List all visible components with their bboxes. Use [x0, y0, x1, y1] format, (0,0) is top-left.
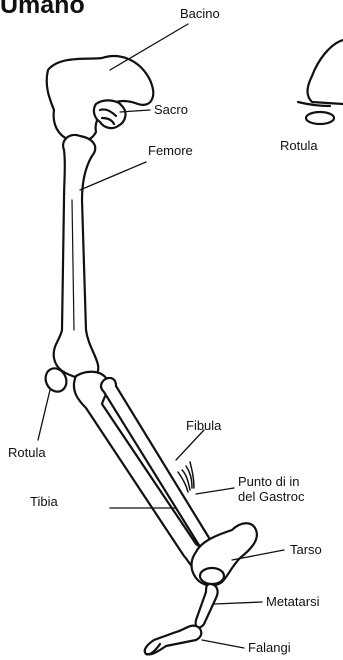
label-rotula-left: Rotula — [8, 445, 46, 460]
label-fibula: Fibula — [186, 418, 221, 433]
label-falangi: Falangi — [248, 640, 291, 655]
fibula-bone — [101, 378, 216, 558]
label-gastroc-line1: Punto di in — [238, 474, 299, 489]
label-metatarsi: Metatarsi — [266, 594, 319, 609]
label-femore: Femore — [148, 143, 193, 158]
label-tarso: Tarso — [290, 542, 322, 557]
phalanges-bone — [145, 626, 202, 655]
metatarsi-bone — [196, 584, 218, 627]
rotula-fragment-top — [308, 40, 343, 104]
label-gastroc-line2: del Gastroc — [238, 489, 304, 504]
sacrum-bone — [94, 100, 126, 128]
label-tibia: Tibia — [30, 494, 58, 509]
pelvis-bone — [47, 56, 154, 142]
label-bacino: Bacino — [180, 6, 220, 21]
label-sacro: Sacro — [154, 102, 188, 117]
label-rotula-top: Rotula — [280, 138, 318, 153]
femur-bone — [54, 135, 99, 379]
tibia-bone — [74, 372, 214, 572]
